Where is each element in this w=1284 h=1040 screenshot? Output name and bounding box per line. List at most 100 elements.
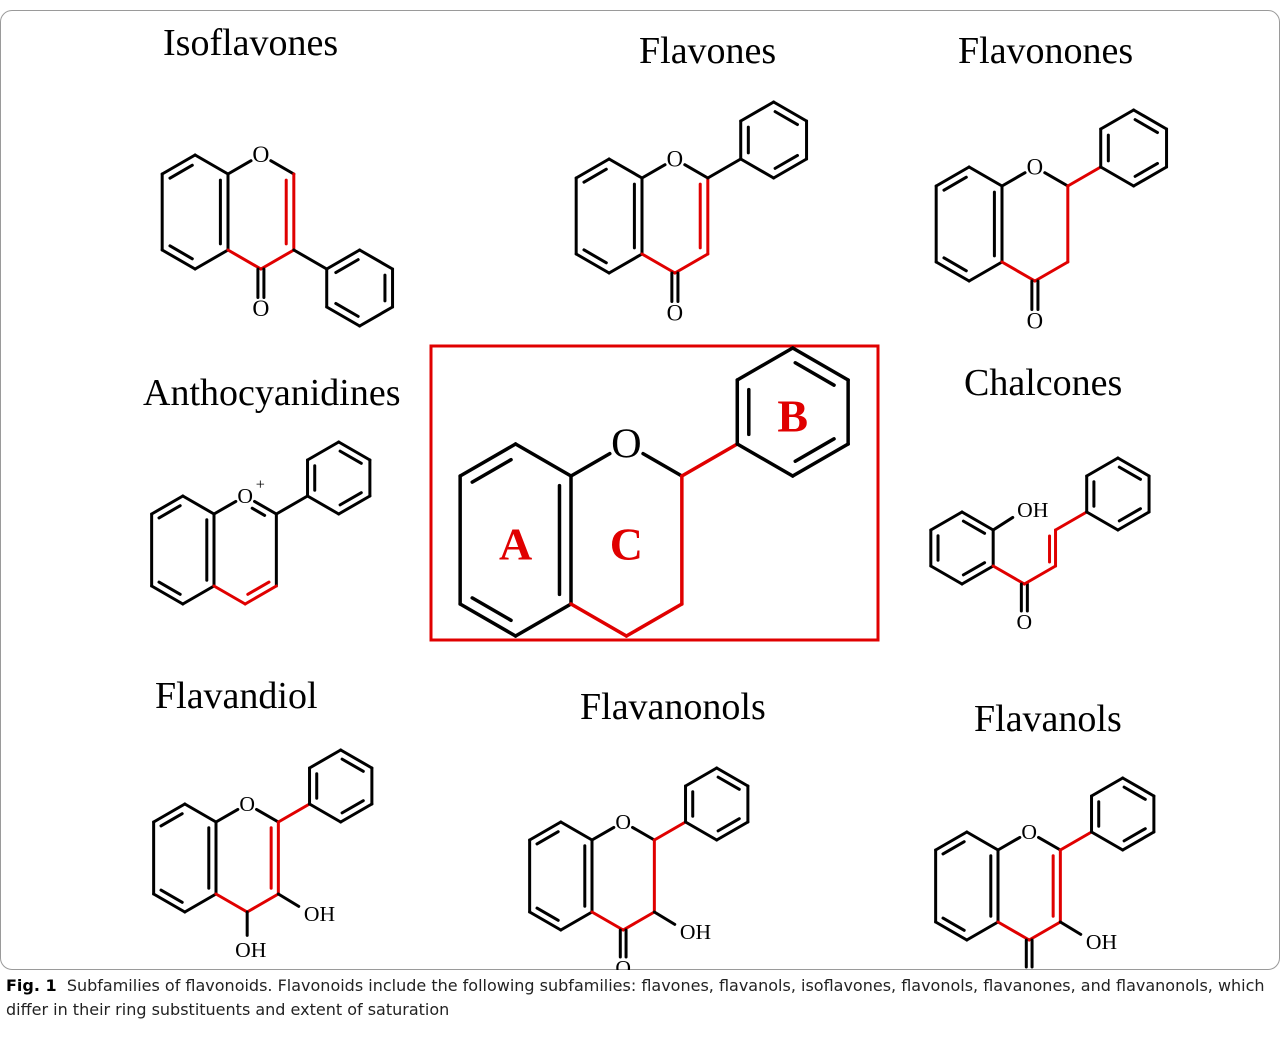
bond <box>226 248 263 271</box>
bond <box>607 252 644 275</box>
bond <box>793 361 836 387</box>
bond <box>739 100 776 123</box>
hydroxyl-label: OH <box>680 920 711 944</box>
bond <box>942 256 968 273</box>
bond <box>1027 920 1062 942</box>
bond <box>965 920 1000 942</box>
carbonyl-oxygen-label: O <box>1021 966 1037 970</box>
bond <box>624 602 684 638</box>
oxygen-label: O <box>615 810 631 834</box>
bond <box>684 766 719 788</box>
caption-text: Subfamilies of flavonoids. Flavonoids in… <box>6 976 1265 1019</box>
bond <box>582 248 608 265</box>
bond <box>269 159 296 176</box>
bond <box>1122 785 1147 801</box>
bond <box>1133 118 1159 135</box>
carbonyl-oxygen-label: O <box>615 956 631 970</box>
bond <box>528 820 563 842</box>
bond <box>292 248 329 271</box>
bond <box>684 820 719 842</box>
bond <box>961 561 987 577</box>
bond <box>306 440 341 462</box>
bond <box>1099 108 1136 131</box>
bond <box>1000 171 1027 188</box>
bond <box>574 252 611 275</box>
molecule-anthocyanidine: O+ <box>150 440 372 606</box>
bond <box>358 305 395 328</box>
core-box <box>429 344 880 642</box>
bond <box>250 506 267 517</box>
bond <box>276 802 312 824</box>
label-chalcones: Chalcones <box>964 362 1123 404</box>
bond <box>214 807 240 824</box>
bond <box>181 494 216 516</box>
bond <box>212 499 238 516</box>
label-flavanonols: Flavanonols <box>580 686 766 728</box>
molecule-flavone: OO <box>574 100 809 325</box>
bond <box>941 840 966 856</box>
bond <box>996 920 1031 942</box>
bond <box>773 110 799 127</box>
bond <box>960 510 995 532</box>
bond <box>991 515 1015 532</box>
bond <box>157 580 182 596</box>
bond <box>152 892 187 914</box>
oxygen-label: O <box>1021 820 1037 844</box>
bond <box>967 260 1004 283</box>
bond <box>340 757 365 773</box>
bond <box>528 910 563 932</box>
bond <box>569 602 629 638</box>
bond <box>569 451 612 478</box>
bond <box>535 830 560 846</box>
bond <box>535 906 560 922</box>
hydroxyl-label: OH <box>1017 498 1048 522</box>
bond <box>334 301 360 318</box>
bond <box>706 157 743 180</box>
carbonyl-oxygen-label: O <box>1017 610 1033 634</box>
bond <box>1022 564 1058 586</box>
bond <box>308 748 343 770</box>
bond <box>773 153 799 170</box>
bond <box>929 564 964 586</box>
bond <box>652 910 677 926</box>
bond <box>276 892 301 908</box>
bond <box>226 159 253 176</box>
bond <box>735 442 795 478</box>
bond <box>339 748 374 770</box>
ring-c-label: C <box>610 519 643 570</box>
figure-caption: Fig. 1 Subfamilies of flavonoids. Flavon… <box>6 974 1278 1022</box>
bond <box>641 451 684 478</box>
bond <box>470 596 513 623</box>
bond <box>1117 507 1142 523</box>
bond <box>337 494 372 516</box>
bond <box>934 920 969 942</box>
bond <box>157 504 182 520</box>
bond <box>160 248 197 271</box>
bond <box>1121 776 1156 798</box>
bond <box>1116 456 1151 478</box>
bond <box>150 584 185 606</box>
bond <box>640 163 667 180</box>
bond <box>152 802 187 824</box>
oxygen-label: O <box>667 147 683 172</box>
oxygen-label: O <box>611 421 642 468</box>
bond <box>1132 108 1169 131</box>
bond <box>961 519 987 535</box>
bond <box>772 100 809 123</box>
bond <box>325 305 362 328</box>
bond <box>934 165 971 188</box>
bond <box>338 449 363 465</box>
bond <box>308 802 343 824</box>
hydroxyl-label: OH <box>235 938 266 962</box>
bond <box>631 825 656 842</box>
bond <box>1058 920 1083 936</box>
bond <box>1117 465 1142 481</box>
bond <box>193 248 230 271</box>
hydroxyl-label: OH <box>1086 930 1117 954</box>
oxygen-label: O <box>237 484 253 508</box>
bond <box>193 153 230 176</box>
bond <box>160 153 197 176</box>
bond <box>559 910 594 932</box>
